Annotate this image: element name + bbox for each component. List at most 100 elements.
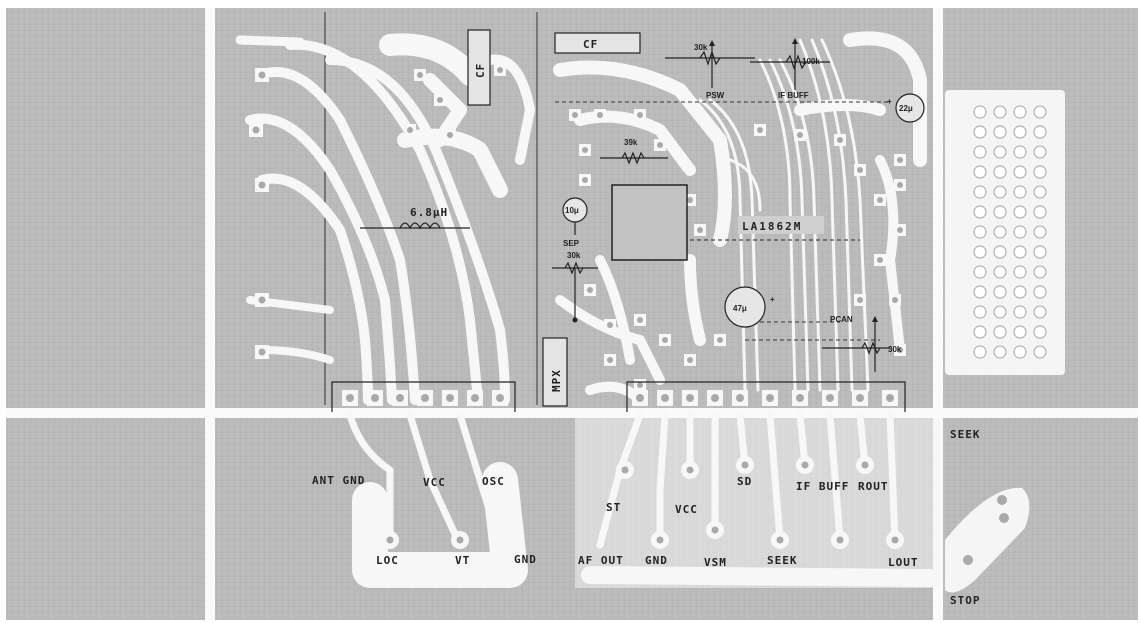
- drill-hole: [836, 536, 844, 544]
- drill-hole: [897, 182, 903, 188]
- drill-hole: [496, 394, 504, 402]
- ceramic-filter-top-label: CF: [583, 38, 598, 51]
- capacitor-10u-value: 10μ: [565, 206, 579, 215]
- perf-hole: [993, 125, 1007, 139]
- perf-hole: [1013, 105, 1027, 119]
- perf-hole: [1013, 345, 1027, 359]
- ic-part-label: LA1862M: [742, 220, 802, 233]
- pin-vsm: VSM: [704, 556, 727, 569]
- sep-label: SEP: [563, 239, 580, 248]
- drill-hole: [766, 394, 774, 402]
- drill-hole: [258, 296, 266, 304]
- capacitor-47u-value: 47μ: [733, 304, 747, 313]
- perf-hole: [993, 225, 1007, 239]
- drill-hole: [861, 461, 869, 469]
- pot-pcan-value: 30k: [888, 345, 902, 354]
- pin-af-out: AF OUT: [578, 554, 624, 567]
- drill-hole: [687, 357, 693, 363]
- ceramic-filter-left: CF: [467, 29, 491, 106]
- drill-hole: [877, 197, 883, 203]
- resistor-sep-value: 30k: [567, 251, 581, 260]
- pin-loc: LOC: [376, 554, 399, 567]
- drill-hole: [252, 126, 260, 134]
- svg-text:+: +: [887, 97, 892, 106]
- perf-hole: [1033, 205, 1047, 219]
- pin-vcc-left: VCC: [423, 476, 446, 489]
- pin-st: ST: [606, 501, 621, 514]
- perf-hole: [993, 145, 1007, 159]
- pin-vcc-right: VCC: [675, 503, 698, 516]
- perf-hole: [1033, 185, 1047, 199]
- left-connector-labels: ANT GND VCC OSC LOC VT GND: [312, 474, 536, 567]
- drill-hole: [886, 394, 894, 402]
- perf-hole: [973, 185, 987, 199]
- drill-hole: [661, 394, 669, 402]
- drill-hole: [711, 394, 719, 402]
- perf-hole: [973, 245, 987, 259]
- drill-hole: [597, 112, 603, 118]
- drill-hole: [687, 197, 693, 203]
- perf-hole: [1013, 325, 1027, 339]
- perf-hole: [973, 285, 987, 299]
- pot-if-buff-value: 100k: [802, 57, 820, 66]
- drill-hole: [657, 142, 663, 148]
- perf-hole: [1013, 225, 1027, 239]
- perf-hole: [1033, 165, 1047, 179]
- pin-r-out: ROUT: [858, 480, 889, 493]
- drill-hole: [447, 132, 453, 138]
- perf-hole: [1013, 185, 1027, 199]
- drill-hole: [897, 347, 903, 353]
- pot-if-buff: 100k IF BUFF: [750, 38, 830, 100]
- pcan-label: PCAN: [830, 315, 853, 324]
- drill-hole: [396, 394, 404, 402]
- drill-hole: [471, 394, 479, 402]
- perf-hole: [1033, 265, 1047, 279]
- pin-ant-gnd: ANT GND: [312, 474, 365, 487]
- resistor-sep-30k: SEP 30k: [552, 239, 598, 323]
- perf-hole: [973, 165, 987, 179]
- perf-hole: [1013, 125, 1027, 139]
- drill-hole: [736, 394, 744, 402]
- drill-hole: [857, 167, 863, 173]
- drill-hole: [776, 536, 784, 544]
- perf-hole: [993, 105, 1007, 119]
- stop-side-label: STOP: [950, 594, 981, 607]
- capacitor-10u: 10μ: [562, 197, 588, 235]
- pot-psw-value: 30k: [694, 43, 708, 52]
- drill-hole: [407, 127, 413, 133]
- drill-hole: [446, 394, 454, 402]
- inductor-6-8uh: 6.8μH: [360, 206, 470, 230]
- perf-hole: [1013, 265, 1027, 279]
- perf-board-holes: [973, 105, 1047, 359]
- drill-hole: [587, 287, 593, 293]
- drill-hole: [856, 394, 864, 402]
- perf-hole: [993, 245, 1007, 259]
- perf-hole: [1033, 105, 1047, 119]
- perf-hole: [1033, 225, 1047, 239]
- perf-hole: [1013, 245, 1027, 259]
- inductor-value: 6.8μH: [410, 206, 448, 219]
- if-buff-top-label: IF BUFF: [778, 91, 809, 100]
- capacitor-47u: 47μ +: [724, 286, 775, 328]
- drill-hole: [636, 394, 644, 402]
- perf-hole: [993, 185, 1007, 199]
- drill-hole: [437, 97, 443, 103]
- drill-hole: [637, 112, 643, 118]
- seek-side-label: SEEK: [950, 428, 981, 441]
- stop-tab: [945, 487, 1030, 593]
- pin-seek: SEEK: [767, 554, 798, 567]
- drill-hole: [711, 526, 719, 534]
- drill-hole: [258, 181, 266, 189]
- drill-hole: [497, 67, 503, 73]
- perf-hole: [973, 105, 987, 119]
- perf-hole: [1033, 285, 1047, 299]
- perf-hole: [1033, 145, 1047, 159]
- drill-hole: [456, 536, 464, 544]
- drill-hole: [797, 132, 803, 138]
- drill-hole: [892, 297, 898, 303]
- drill-hole: [891, 536, 899, 544]
- drill-hole: [897, 227, 903, 233]
- mpx-filter: MPX: [542, 337, 568, 407]
- ic-la1862m: LA1862M: [611, 184, 860, 261]
- perf-hole: [1033, 325, 1047, 339]
